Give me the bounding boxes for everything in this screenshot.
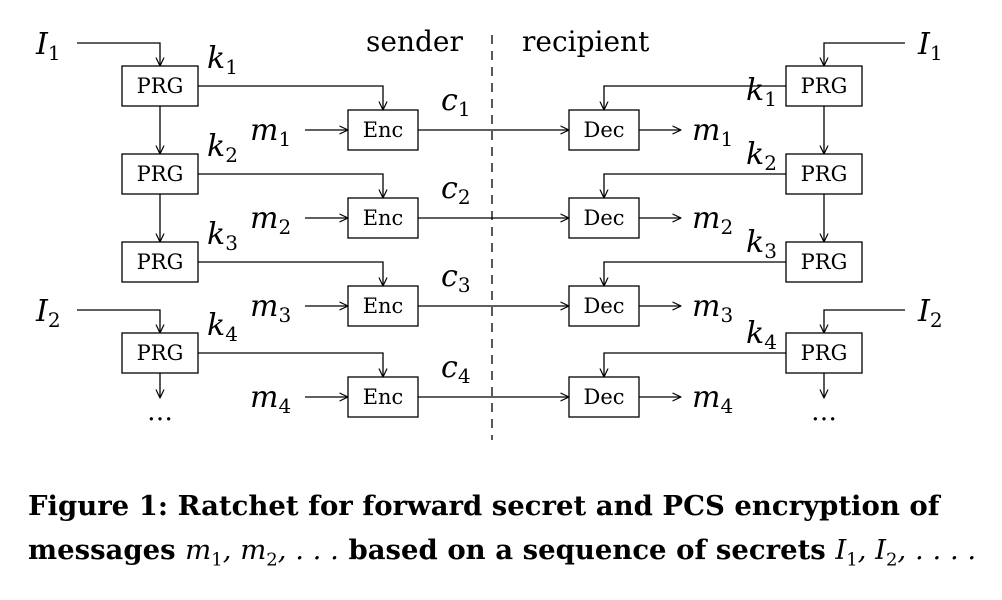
sender-message-label-2: m2 xyxy=(250,201,291,239)
recipient-key-label-2: k2 xyxy=(746,137,777,175)
svg-text:PRG: PRG xyxy=(137,341,184,365)
sender-secret-label-1: I1 xyxy=(35,27,61,65)
ciphertext-label-4: c4 xyxy=(441,350,471,388)
svg-text:Enc: Enc xyxy=(363,294,404,318)
ciphertext-label-2: c2 xyxy=(441,171,471,209)
recipient-prg-4: PRG xyxy=(785,332,863,374)
svg-text:Dec: Dec xyxy=(583,385,624,409)
svg-text:Enc: Enc xyxy=(363,206,404,230)
svg-text:PRG: PRG xyxy=(137,250,184,274)
svg-text:Dec: Dec xyxy=(583,118,624,142)
recipient-message-label-1: m1 xyxy=(692,113,733,151)
sender-prg-3: PRG xyxy=(121,241,199,283)
dec-box-1: Dec xyxy=(568,109,640,151)
svg-text:PRG: PRG xyxy=(137,74,184,98)
svg-text:PRG: PRG xyxy=(137,162,184,186)
svg-text:PRG: PRG xyxy=(801,162,848,186)
ratchet-diagram: sender recipient I1 I2 PRG PRG PRG PRG …… xyxy=(35,25,943,440)
enc-box-4: Enc xyxy=(347,376,419,418)
sender-key-arrow-3 xyxy=(198,261,383,286)
sender-key-label-4: k4 xyxy=(207,308,238,346)
enc-box-2: Enc xyxy=(347,197,419,239)
dec-box-3: Dec xyxy=(568,285,640,327)
enc-box-1: Enc xyxy=(347,109,419,151)
recipient-prg-3: PRG xyxy=(785,241,863,283)
sender-key-label-1: k1 xyxy=(207,41,238,79)
recipient-key-label-1: k1 xyxy=(746,73,777,111)
sender-header: sender xyxy=(366,25,463,58)
sender-message-label-3: m3 xyxy=(250,289,291,327)
svg-text:PRG: PRG xyxy=(801,74,848,98)
sender-secret-arrow-1 xyxy=(77,42,160,66)
svg-text:Dec: Dec xyxy=(583,206,624,230)
sender-key-arrow-4 xyxy=(198,352,383,377)
sender-prg-1: PRG xyxy=(121,65,199,107)
sender-message-label-1: m1 xyxy=(250,113,291,151)
recipient-key-arrow-3 xyxy=(604,261,786,286)
recipient-secret-label-1: I1 xyxy=(917,27,943,65)
recipient-secret-label-2: I2 xyxy=(917,294,943,332)
sender-prg-2: PRG xyxy=(121,153,199,195)
recipient-message-label-4: m4 xyxy=(692,380,733,418)
sender-key-label-2: k2 xyxy=(207,129,238,167)
figure-caption: Figure 1: Ratchet for forward secret and… xyxy=(28,484,978,583)
sender-key-arrow-1 xyxy=(198,85,383,110)
sender-ellipsis: … xyxy=(147,397,173,427)
recipient-prg-2: PRG xyxy=(785,153,863,195)
dec-box-4: Dec xyxy=(568,376,640,418)
sender-secret-arrow-2 xyxy=(77,309,160,333)
svg-text:Dec: Dec xyxy=(583,294,624,318)
enc-box-3: Enc xyxy=(347,285,419,327)
sender-message-label-4: m4 xyxy=(250,380,291,418)
recipient-key-label-4: k4 xyxy=(746,316,777,354)
sender-key-label-3: k3 xyxy=(207,217,238,255)
recipient-key-arrow-4 xyxy=(604,352,786,377)
recipient-message-label-2: m2 xyxy=(692,201,733,239)
caption-line-2: messages m1, m2, . . . based on a sequen… xyxy=(28,534,977,571)
recipient-message-label-3: m3 xyxy=(692,289,733,327)
svg-text:Enc: Enc xyxy=(363,118,404,142)
sender-secret-label-2: I2 xyxy=(35,294,61,332)
svg-text:Enc: Enc xyxy=(363,385,404,409)
svg-text:PRG: PRG xyxy=(801,341,848,365)
recipient-secret-arrow-2 xyxy=(824,309,905,333)
recipient-ellipsis: … xyxy=(811,397,837,427)
recipient-key-arrow-2 xyxy=(604,173,786,198)
caption-line-1: Figure 1: Ratchet for forward secret and… xyxy=(28,490,940,522)
sender-key-arrow-2 xyxy=(198,173,383,198)
recipient-header: recipient xyxy=(522,25,650,58)
recipient-secret-arrow-1 xyxy=(824,42,905,66)
dec-box-2: Dec xyxy=(568,197,640,239)
recipient-prg-1: PRG xyxy=(785,65,863,107)
recipient-key-label-3: k3 xyxy=(746,225,777,263)
svg-text:PRG: PRG xyxy=(801,250,848,274)
recipient-key-arrow-1 xyxy=(604,85,786,110)
sender-prg-4: PRG xyxy=(121,332,199,374)
ciphertext-label-1: c1 xyxy=(441,83,471,121)
ciphertext-label-3: c3 xyxy=(441,259,471,297)
